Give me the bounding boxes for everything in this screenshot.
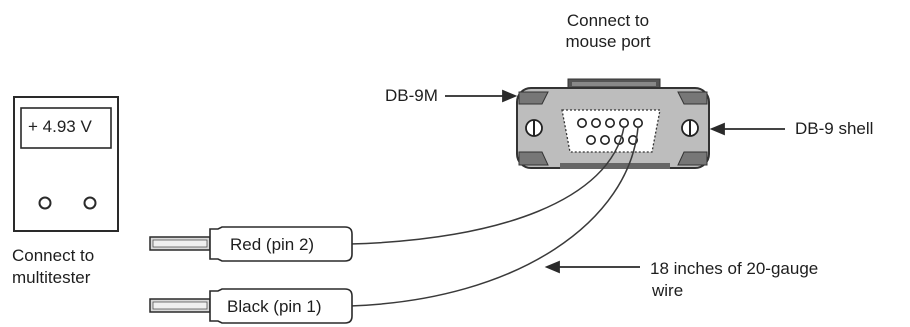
wire-red	[349, 126, 625, 245]
plug-red	[149, 226, 353, 262]
callouts	[445, 89, 785, 274]
db9-connector	[516, 78, 710, 169]
meter-display	[20, 107, 112, 149]
connect-multitester-label: Connect to multitester	[12, 245, 94, 289]
plug-black	[149, 288, 353, 324]
wires	[349, 126, 639, 307]
pin-row-top	[576, 118, 643, 129]
db9-shell-label: DB-9 shell	[795, 119, 874, 138]
db9m-label: DB-9M	[385, 86, 438, 105]
wire-note-line1: 18 inches of 20-gauge	[650, 259, 819, 278]
plug-black-label: Black (pin 1)	[227, 297, 322, 316]
wire-note-label: 18 inches of 20-gauge wire	[650, 258, 818, 302]
connect-mouse-line1: Connect to	[566, 11, 650, 30]
meter-reading: + 4.93 V	[28, 117, 92, 136]
connect-mouse-label: Connect to mouse port	[548, 10, 668, 52]
wire-black	[349, 126, 639, 307]
connect-mouse-line2: mouse port	[565, 32, 651, 51]
plug-red-label: Red (pin 2)	[230, 235, 315, 254]
connect-multitester-line2: multitester	[12, 268, 91, 287]
multitester	[13, 96, 119, 232]
connect-multitester-line1: Connect to	[12, 246, 95, 265]
wire-note-line2: wire	[652, 281, 684, 300]
meter-jack-left	[38, 196, 52, 210]
meter-jack-right	[83, 196, 97, 210]
